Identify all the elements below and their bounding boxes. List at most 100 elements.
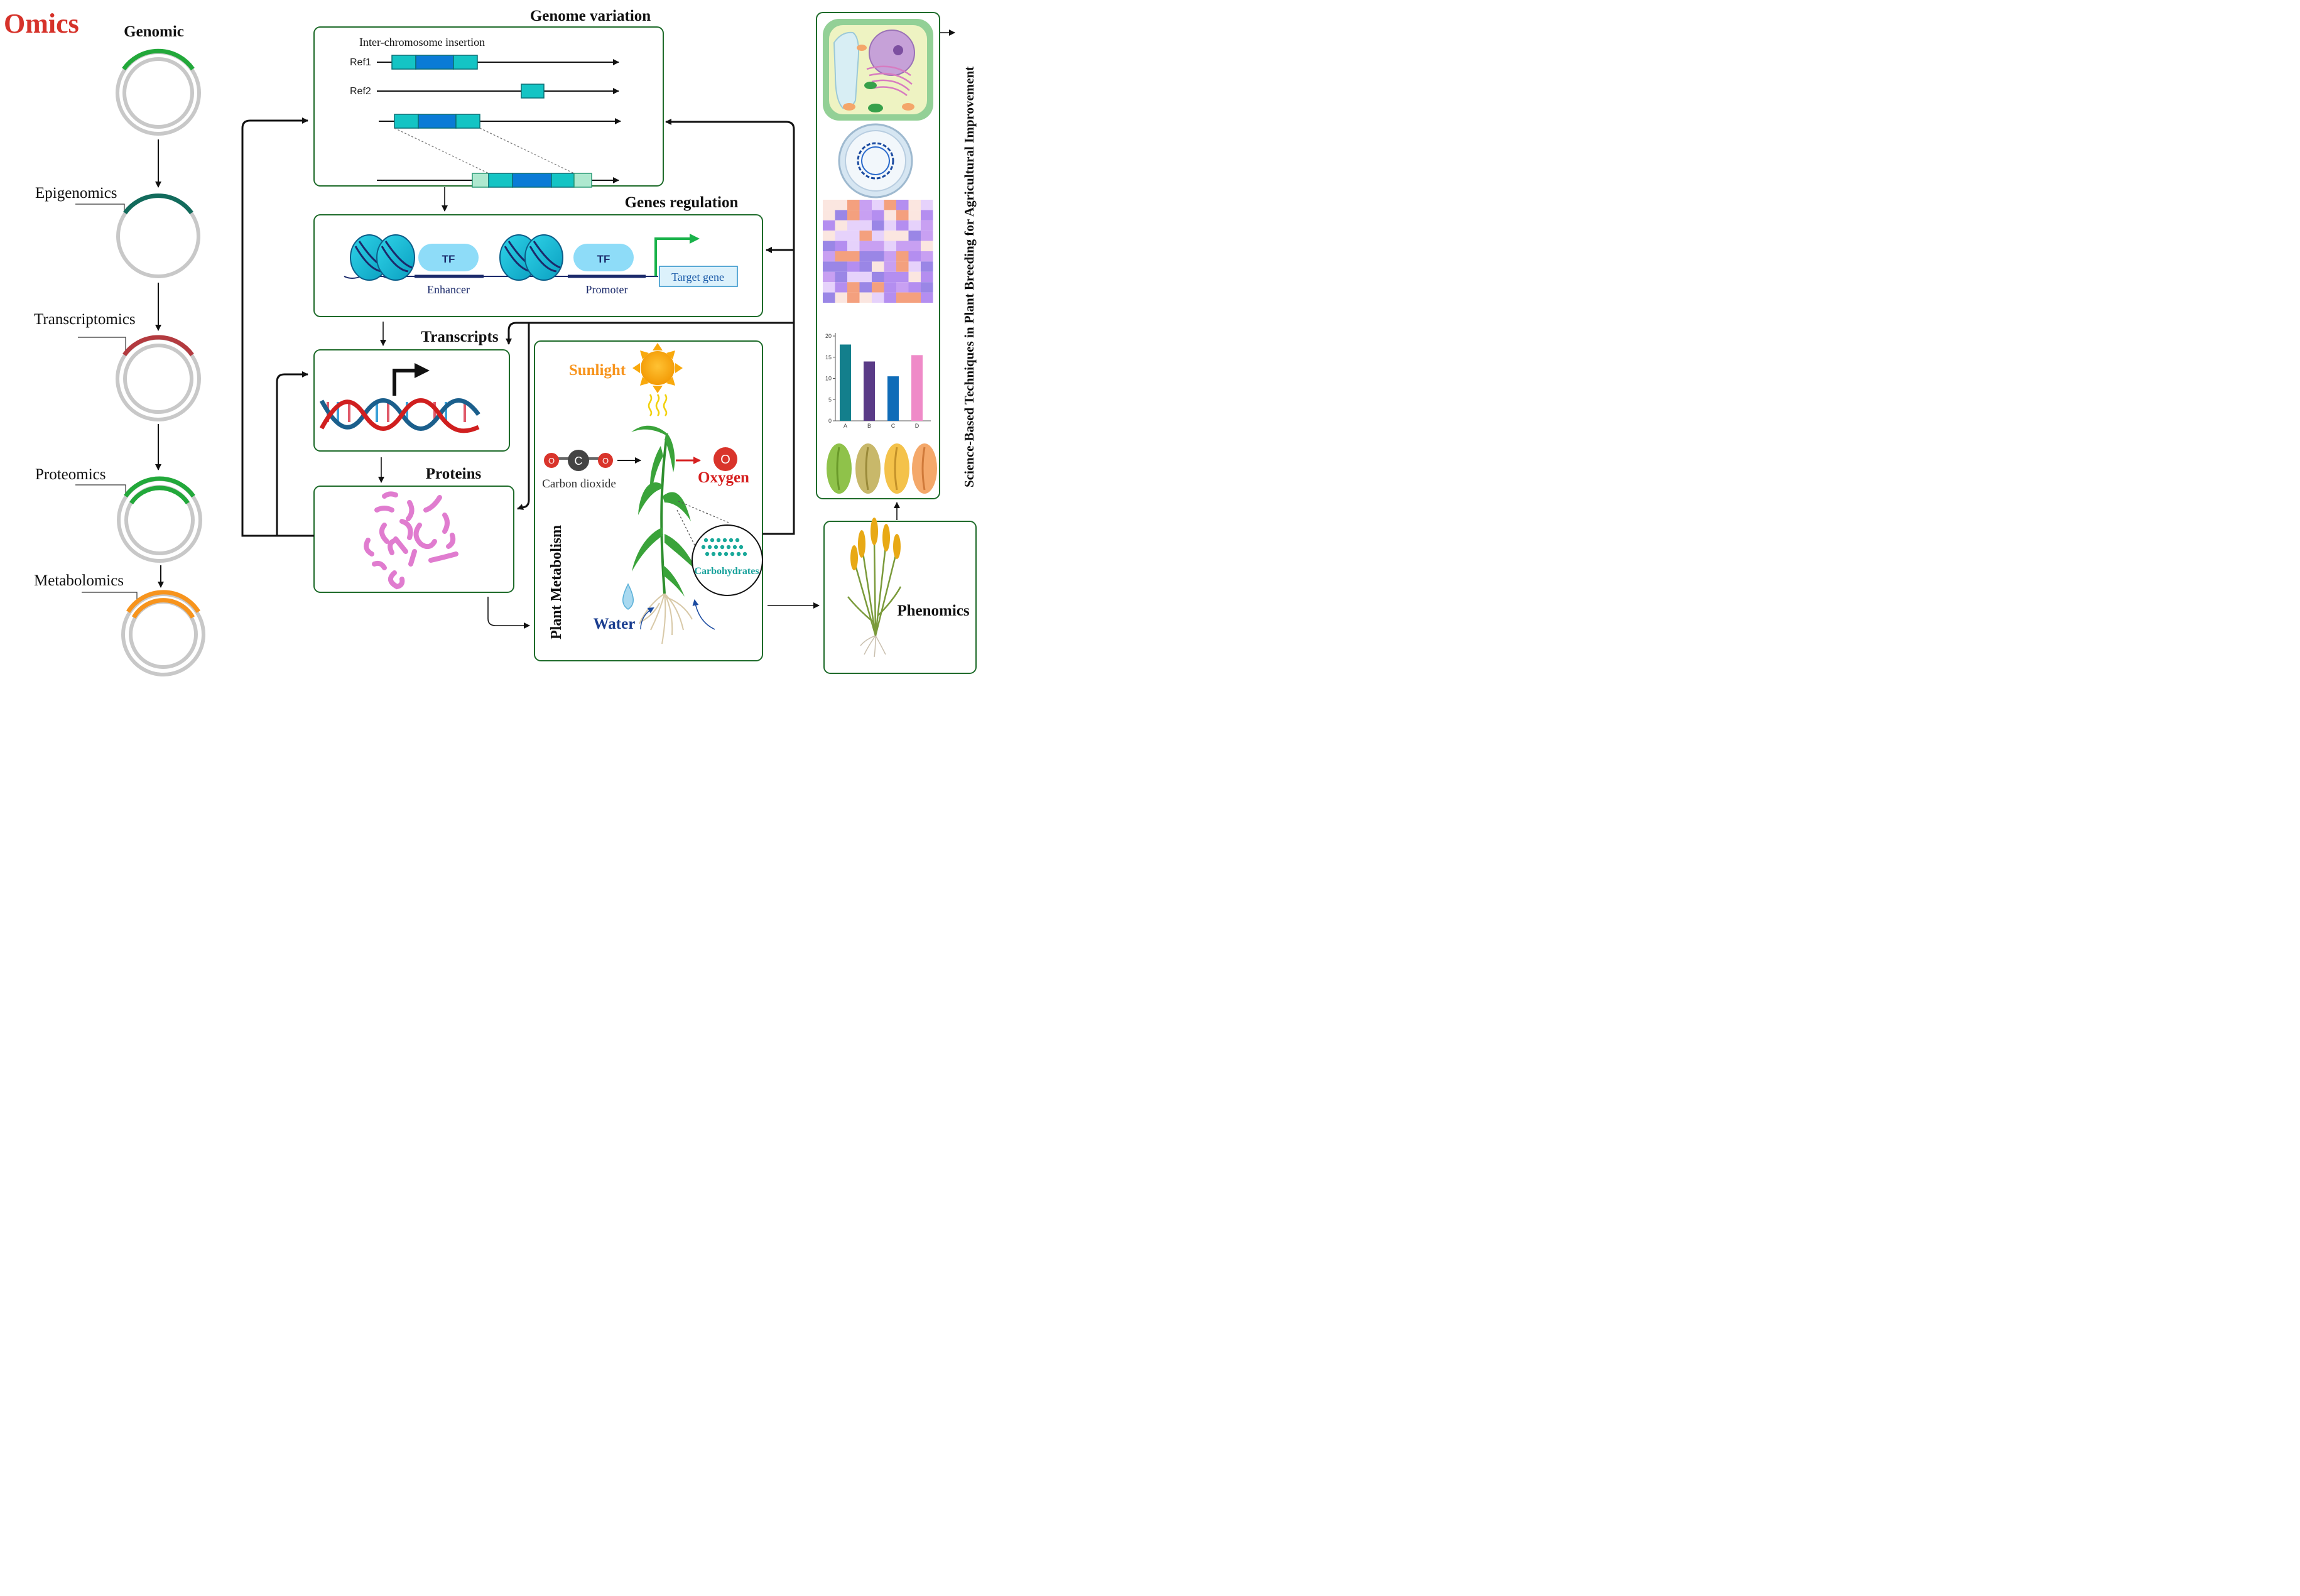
tf-enhancer-label: TF bbox=[442, 253, 455, 265]
proteins-panel: Proteins bbox=[313, 465, 514, 593]
heatmap-cell bbox=[859, 220, 872, 231]
heatmap-cell bbox=[823, 261, 835, 272]
y-tick-label: 10 bbox=[825, 376, 832, 382]
heatmap-cell bbox=[921, 200, 933, 210]
water-drop-icon bbox=[622, 583, 634, 610]
heatmap-cell bbox=[908, 271, 921, 283]
bar-D bbox=[911, 355, 923, 421]
heatmap-cell bbox=[835, 261, 847, 272]
y-tick-label: 20 bbox=[825, 333, 832, 339]
heatmap-cell bbox=[908, 251, 921, 262]
heatmap-cell bbox=[921, 282, 933, 293]
y-tick-label: 15 bbox=[825, 354, 832, 361]
heatmap-cell bbox=[872, 292, 884, 303]
carbon-dioxide-label: Carbon dioxide bbox=[542, 477, 616, 491]
nucleosome-left bbox=[350, 234, 415, 281]
heatmap-cell bbox=[896, 282, 909, 293]
heatmap-cell bbox=[835, 241, 847, 251]
plant-metabolism-panel: Plant Metabolism Sunlight bbox=[534, 340, 763, 661]
petri-dish-icon bbox=[838, 123, 913, 198]
heatmap-cell bbox=[835, 231, 847, 241]
heatmap-cell bbox=[835, 292, 847, 303]
heatmap-cell bbox=[872, 220, 884, 231]
promoter-label: Promoter bbox=[586, 283, 628, 296]
heatmap-cell bbox=[847, 251, 860, 262]
heatmap-cell bbox=[872, 251, 884, 262]
heatmap-cell bbox=[872, 271, 884, 283]
heatmap-cell bbox=[823, 271, 835, 283]
heatmap-cell bbox=[896, 231, 909, 241]
epigenomics-ring bbox=[116, 193, 200, 278]
heatmap-cell bbox=[884, 200, 896, 210]
heatmap-cell bbox=[859, 210, 872, 220]
heatmap-cell bbox=[884, 220, 896, 231]
label-metabolomics: Metabolomics bbox=[34, 572, 124, 589]
genes-regulation-title: Genes regulation bbox=[625, 194, 739, 211]
y-tick-label: 5 bbox=[828, 396, 832, 403]
x-tick-label: D bbox=[915, 423, 919, 429]
dna-helix bbox=[319, 398, 480, 433]
heatmap-cell bbox=[872, 241, 884, 251]
heatmap-cell bbox=[884, 231, 896, 241]
side-title: Science-Based Techniques in Plant Breedi… bbox=[962, 67, 977, 487]
genome-variation-title: Genome variation bbox=[530, 8, 651, 24]
target-gene-label: Target gene bbox=[671, 271, 724, 283]
x-tick-label: B bbox=[867, 423, 871, 429]
label-epigenomics: Epigenomics bbox=[35, 185, 117, 202]
feedback-loop-left bbox=[241, 117, 314, 537]
heatmap-cell bbox=[847, 200, 860, 210]
genome-variation-panel: Genome variation Inter-chromosome insert… bbox=[313, 8, 664, 188]
x-tick-label: A bbox=[844, 423, 847, 429]
heatmap-cell bbox=[859, 241, 872, 251]
heatmap-cell bbox=[847, 261, 860, 272]
label-proteomics: Proteomics bbox=[35, 466, 106, 483]
heatmap-cell bbox=[896, 271, 909, 283]
heatmap-cell bbox=[908, 282, 921, 293]
heatmap-cell bbox=[859, 251, 872, 262]
heatmap-cell bbox=[847, 292, 860, 303]
phenomics-panel: Phenomics bbox=[823, 518, 977, 674]
heatmap-cell bbox=[835, 200, 847, 210]
inter-chromosome-label: Inter-chromosome insertion bbox=[359, 36, 485, 48]
heatmap-cell bbox=[847, 241, 860, 251]
heatmap-cell bbox=[847, 220, 860, 231]
heatmap-cell bbox=[921, 292, 933, 303]
wheat-plant-icon bbox=[847, 518, 902, 658]
proteomics-ring bbox=[117, 476, 202, 563]
heatmap-cell bbox=[859, 231, 872, 241]
nucleosome-right bbox=[499, 234, 563, 281]
heatmap-cell bbox=[908, 210, 921, 220]
heatmap-cell bbox=[847, 271, 860, 283]
heatmap-cell bbox=[884, 241, 896, 251]
tf-enhancer-pill bbox=[418, 244, 479, 271]
heatmap-cell bbox=[921, 220, 933, 231]
heatmap-cell bbox=[896, 200, 909, 210]
heatmap-cell bbox=[859, 292, 872, 303]
protein-fragments bbox=[364, 491, 458, 590]
transcriptomics-ring bbox=[116, 335, 201, 421]
heatmap-cell bbox=[921, 251, 933, 262]
heatmap-cell bbox=[908, 220, 921, 231]
co2-c: C bbox=[575, 455, 583, 467]
heatmap-cell bbox=[847, 282, 860, 293]
transcripts-panel: Transcripts bbox=[313, 328, 510, 452]
heatmap-cell bbox=[835, 251, 847, 262]
label-transcriptomics: Transcriptomics bbox=[34, 311, 136, 328]
proteins-title: Proteins bbox=[426, 465, 482, 482]
heatmap-cell bbox=[872, 282, 884, 293]
heatmap-cell bbox=[908, 261, 921, 272]
enhancer-label: Enhancer bbox=[427, 283, 470, 296]
heatmap-cell bbox=[823, 282, 835, 293]
heatmap-cell bbox=[884, 251, 896, 262]
seed-grains-icon bbox=[827, 443, 937, 494]
carbohydrate-chain-icon bbox=[701, 538, 747, 556]
bar-C bbox=[887, 376, 899, 421]
omics-title: Omics bbox=[4, 8, 79, 39]
heatmap-cell bbox=[823, 251, 835, 262]
label-genomic: Genomic bbox=[124, 23, 184, 40]
plant-illustration bbox=[631, 425, 697, 644]
heatmap-icon bbox=[823, 200, 933, 303]
heatmap-cell bbox=[823, 210, 835, 220]
heatmap-cell bbox=[872, 200, 884, 210]
